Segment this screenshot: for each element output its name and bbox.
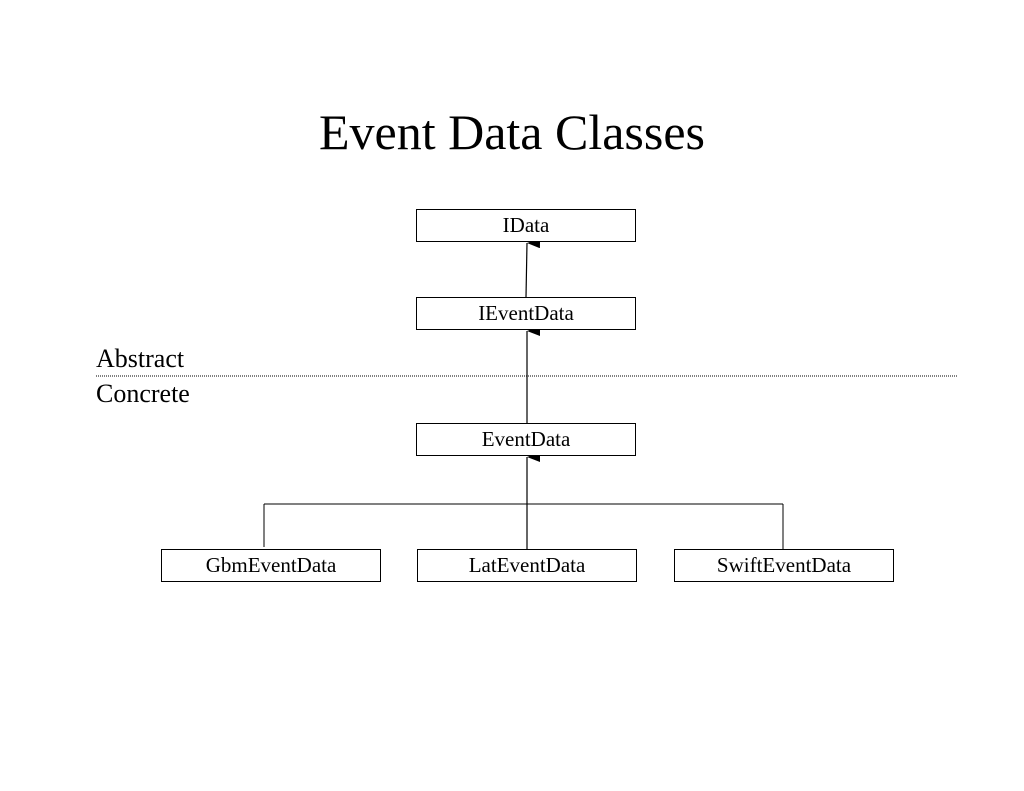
class-box-lateventdata: LatEventData (417, 549, 637, 582)
concrete-layer-label: Concrete (96, 379, 190, 408)
class-box-eventdata: EventData (416, 423, 636, 456)
class-box-idata: IData (416, 209, 636, 242)
class-box-ieventdata: IEventData (416, 297, 636, 330)
page-title: Event Data Classes (318, 104, 705, 160)
class-box-gbmeventdata: GbmEventData (161, 549, 381, 582)
class-box-swifteventdata: SwiftEventData (674, 549, 894, 582)
abstract-layer-label: Abstract (96, 344, 185, 373)
arrow-ieventdata-to-idata (525, 238, 541, 298)
